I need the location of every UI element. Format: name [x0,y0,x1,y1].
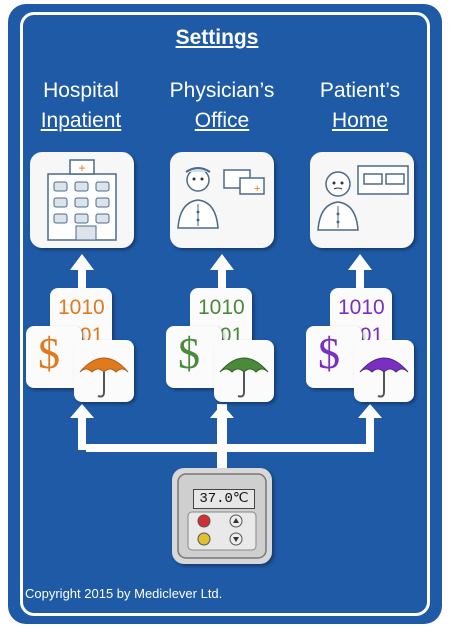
column-line1: Hospital [43,79,119,102]
payment-card-hospital: $ [26,326,82,388]
insurance-card-physician [214,340,274,402]
patient-icon [317,165,409,231]
column-title-hospital: Hospital Inpatient [11,76,151,136]
column-line2: Inpatient [40,109,122,132]
physician-card[interactable]: + [170,152,274,248]
dollar-icon: $ [318,329,340,378]
dollar-icon: $ [38,329,60,378]
umbrella-icon [359,357,409,398]
insurance-card-hospital [74,340,134,402]
hospital-icon: + [47,159,117,241]
copyright-text: Copyright 2015 by Mediclever Ltd. [25,586,223,601]
dollar-icon: $ [178,329,200,378]
settings-title: Settings [175,26,259,49]
panel-border [20,12,430,616]
umbrella-icon [79,357,129,398]
column-line1: Patient’s [319,79,401,102]
billing-code-top: 1010 [58,296,105,319]
billing-code-top: 1010 [338,296,385,319]
column-line1: Physician’s [169,79,275,102]
column-title-patient: Patient’s Home [290,76,430,136]
hospital-card[interactable]: + [30,152,134,248]
column-title-physician: Physician’s Office [152,76,292,136]
patient-card[interactable] [310,152,414,248]
physician-icon: + [177,167,265,229]
billing-code-top: 1010 [198,296,245,319]
temperature-readout: 37.0℃ [193,489,255,509]
thermostat-device[interactable] [172,468,272,564]
thermostat-icon [177,473,267,559]
svg-text:+: + [254,183,260,195]
payment-card-patient: $ [306,326,362,388]
umbrella-icon [219,357,269,398]
insurance-card-patient [354,340,414,402]
payment-card-physician: $ [166,326,222,388]
column-line2: Office [194,109,250,132]
column-line2: Home [331,109,389,132]
svg-text:+: + [78,161,85,175]
